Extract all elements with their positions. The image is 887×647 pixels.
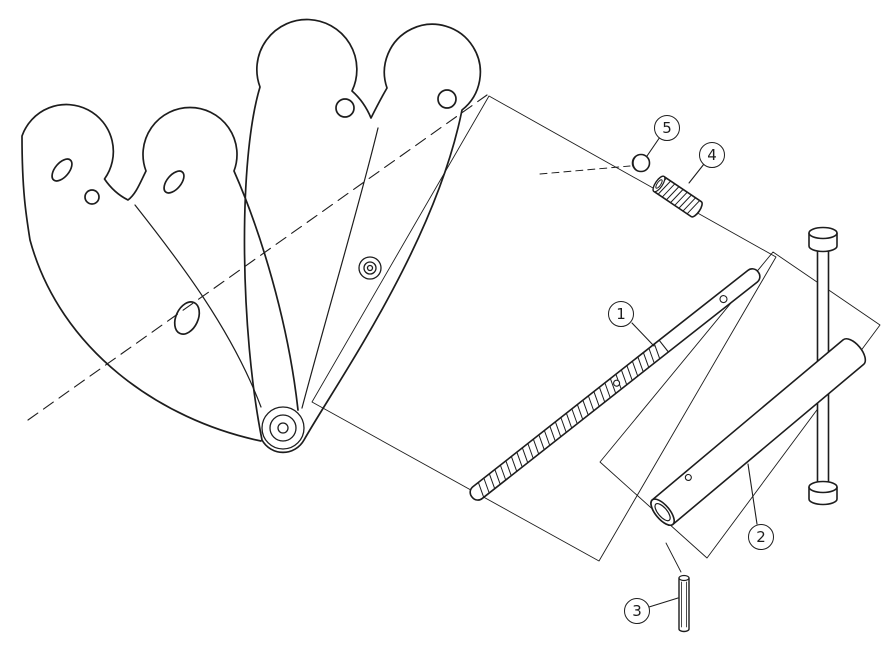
callout-3-label: 3 bbox=[632, 601, 642, 620]
callout-2-label: 2 bbox=[756, 527, 766, 546]
threaded-spindle bbox=[469, 268, 761, 501]
tube-bore bbox=[654, 502, 671, 522]
setscrew-axis-dashed bbox=[539, 165, 631, 175]
front-plate-outline bbox=[243, 18, 482, 454]
handle-grip-tube bbox=[650, 338, 867, 526]
back-plate-slot-hole bbox=[51, 158, 73, 182]
leader-4 bbox=[688, 163, 705, 184]
spindle-rivet bbox=[358, 256, 382, 280]
front-plate-ear-hole-left bbox=[335, 98, 355, 118]
detent-ball bbox=[631, 153, 651, 173]
back-plate-small-hole bbox=[84, 189, 100, 205]
callout-4: 4 bbox=[699, 142, 725, 168]
leader-3 bbox=[648, 597, 679, 608]
leader-2 bbox=[747, 463, 758, 525]
callout-1: 1 bbox=[608, 301, 634, 327]
leader-5 bbox=[646, 136, 661, 157]
spindle-thread-hatch bbox=[477, 343, 661, 498]
callout-5: 5 bbox=[654, 115, 680, 141]
callout-3: 3 bbox=[624, 598, 650, 624]
back-plate-inner-edge bbox=[134, 204, 262, 408]
spindle-cross-hole-1 bbox=[613, 379, 621, 387]
set-screw-socket bbox=[655, 179, 663, 189]
tube-pin-hole bbox=[684, 473, 692, 482]
leader-1 bbox=[631, 322, 655, 347]
centerline-dashed bbox=[27, 94, 488, 421]
front-plate-inner-edge bbox=[301, 127, 379, 409]
reference-plane-handle bbox=[599, 251, 881, 559]
back-plate-slot-hole-2 bbox=[163, 170, 185, 194]
back-plate-lower-slot bbox=[173, 301, 201, 335]
clamp-jaw-back-plate bbox=[21, 103, 299, 442]
callout-4-label: 4 bbox=[707, 145, 717, 164]
clamp-jaw-front-plate bbox=[243, 18, 482, 454]
pivot-pin bbox=[261, 406, 305, 450]
callout-1-label: 1 bbox=[616, 304, 626, 323]
callout-leader-lines bbox=[631, 136, 758, 608]
back-plate-outline bbox=[21, 103, 299, 442]
callout-2: 2 bbox=[748, 524, 774, 550]
reference-planes bbox=[311, 95, 881, 562]
front-plate-ear-hole-right bbox=[437, 89, 457, 109]
callout-5-label: 5 bbox=[662, 118, 672, 137]
roll-pin bbox=[665, 542, 690, 633]
spindle-cross-hole-2 bbox=[719, 295, 728, 304]
set-screw bbox=[652, 175, 703, 218]
